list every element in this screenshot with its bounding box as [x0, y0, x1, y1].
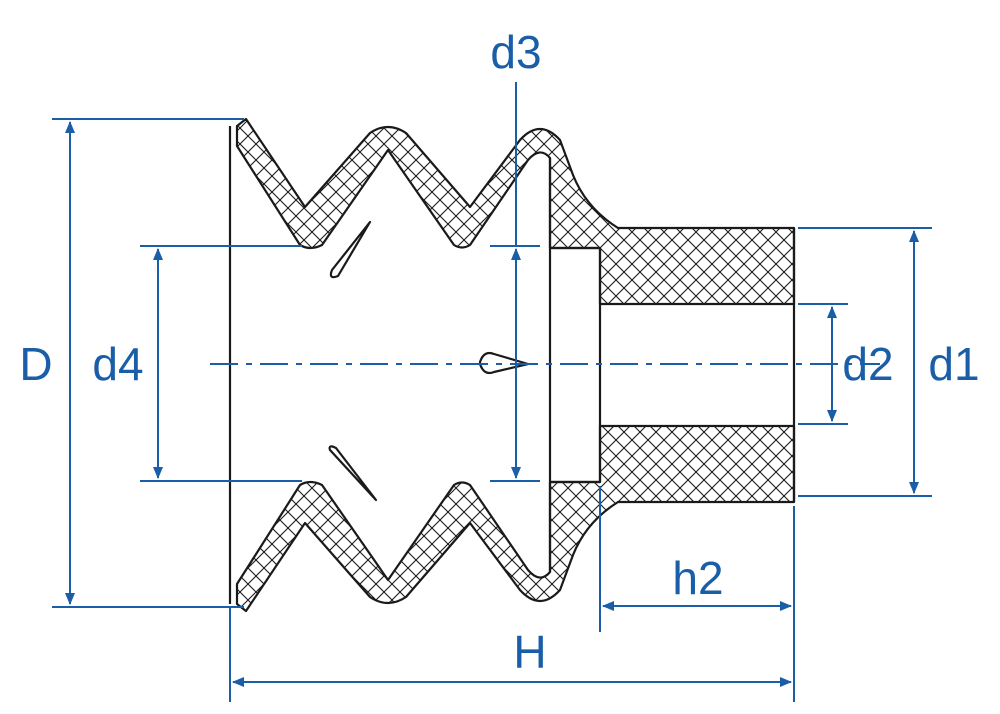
label-H: H: [513, 626, 546, 678]
label-d2: d2: [842, 338, 893, 390]
label-d4: d4: [92, 338, 143, 390]
label-h2: h2: [672, 552, 723, 604]
label-d3: d3: [490, 26, 541, 78]
label-d1: d1: [928, 338, 979, 390]
lower-fin-mark: [328, 445, 378, 502]
label-D: D: [19, 338, 52, 390]
part-outline: [228, 117, 796, 613]
dimension-lines: [52, 82, 932, 702]
upper-fin-mark: [329, 220, 372, 279]
